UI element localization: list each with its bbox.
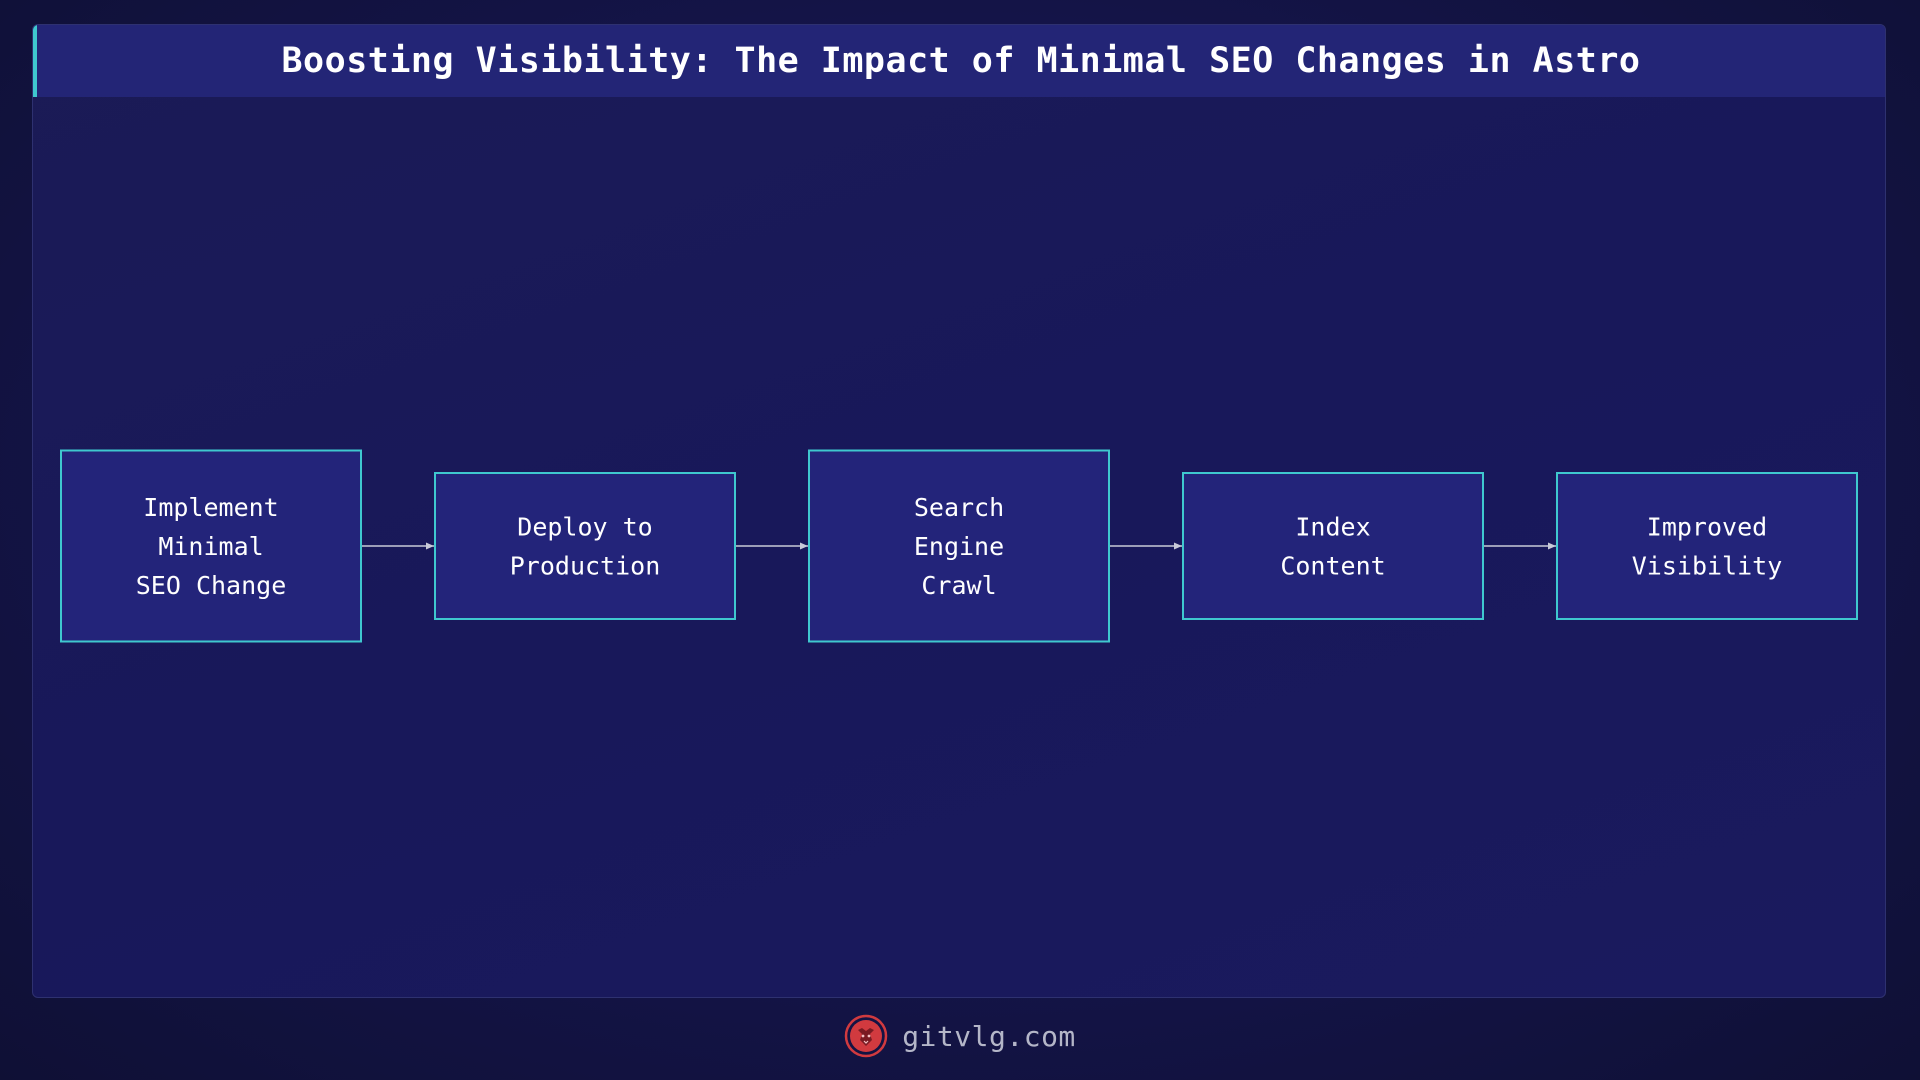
footer: gitvlg.com bbox=[0, 1010, 1920, 1062]
flow-node-box bbox=[1182, 472, 1484, 620]
flow-node-label: Implement bbox=[143, 493, 278, 522]
flow-node-label: Minimal bbox=[158, 532, 263, 561]
flow-node-label: Visibility bbox=[1632, 552, 1783, 581]
lion-head-icon bbox=[844, 1014, 888, 1058]
flow-node-label: Content bbox=[1280, 552, 1385, 581]
flow-node-box bbox=[1556, 472, 1858, 620]
flow-node-label: Deploy to bbox=[517, 513, 652, 542]
flow-node-box bbox=[434, 472, 736, 620]
flow-node-deploy: Deploy to Production bbox=[434, 472, 736, 620]
page-title: Boosting Visibility: The Impact of Minim… bbox=[281, 41, 1641, 81]
flow-node-box bbox=[808, 449, 1110, 643]
flow-node-label: Index bbox=[1295, 513, 1370, 542]
flow-node-label: Search bbox=[914, 493, 1004, 522]
flow-node-label: Engine bbox=[914, 532, 1004, 561]
flow-node-label: Improved bbox=[1647, 513, 1767, 542]
flow-node-label: Production bbox=[510, 552, 661, 581]
flow-node-label: Crawl bbox=[921, 571, 996, 600]
flow-node-box bbox=[60, 449, 362, 643]
title-bar: Boosting Visibility: The Impact of Minim… bbox=[33, 25, 1885, 97]
flow-node-label: SEO Change bbox=[136, 571, 287, 600]
site-url[interactable]: gitvlg.com bbox=[902, 1019, 1076, 1053]
